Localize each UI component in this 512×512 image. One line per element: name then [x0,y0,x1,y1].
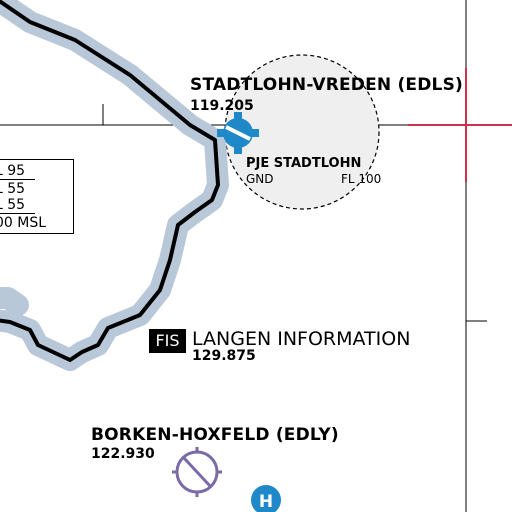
fis-badge: FIS [149,329,186,353]
airport-name: STADTLOHN-VREDEN (EDLS) [190,75,464,95]
airport-frequency: 122.930 [91,446,155,462]
heliport-letter: H [259,492,273,512]
fis-frequency: 129.875 [192,348,256,364]
fis-name: LANGEN INFORMATION [192,328,411,350]
border-buffer [0,287,29,316]
airport-name: BORKEN-HOXFELD (EDLY) [91,425,339,445]
airfield-icon[interactable] [172,447,222,497]
heliport-icon[interactable]: H [251,485,281,512]
pje-lower-limit: GND [246,172,274,186]
altitude-box: L 95 L 55 L 55 00 MSL [0,159,74,234]
pje-upper-limit: FL 100 [341,172,382,186]
altitude-row: 00 MSL [0,215,47,231]
border-line [0,0,220,362]
airfield-icon[interactable] [217,112,259,154]
altitude-divider [0,179,35,180]
airport-frequency: 119.205 [190,98,254,114]
altitude-row: L 55 [0,181,26,197]
altitude-row: L 55 [0,197,26,213]
pje-label: PJE STADTLOHN [246,156,362,171]
altitude-row: L 95 [0,163,26,179]
altitude-divider [0,213,35,214]
